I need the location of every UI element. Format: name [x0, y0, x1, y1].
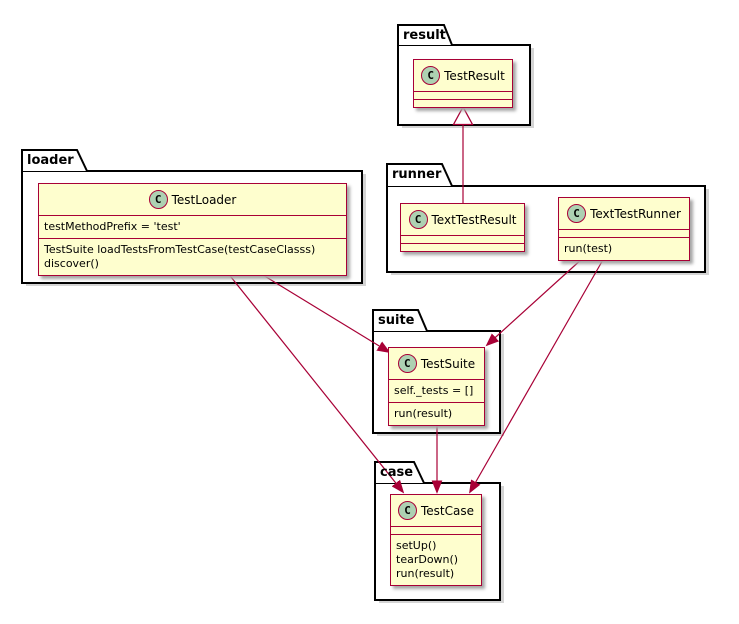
attributes-section — [414, 91, 512, 99]
package-loader-tab — [21, 149, 88, 172]
class-testloader: C TestLoader testMethodPrefix = 'test' T… — [38, 183, 347, 276]
attributes-section — [401, 235, 524, 243]
class-stereotype-icon: C — [398, 501, 417, 520]
method: run(test) — [564, 242, 613, 255]
method: TestSuite loadTestsFromTestCase(testCase… — [44, 243, 316, 256]
class-name: TextTestResult — [431, 212, 517, 227]
package-case-tab — [374, 461, 425, 484]
package-result-tab — [397, 24, 453, 46]
attributes-section — [391, 526, 481, 534]
methods-section: TestSuite loadTestsFromTestCase(testCase… — [39, 238, 346, 275]
class-texttestresult: C TextTestResult — [400, 203, 525, 252]
class-name: TestResult — [444, 68, 505, 83]
package-shadows — [26, 48, 709, 603]
package-label-case: case — [380, 465, 414, 480]
methods-section — [401, 243, 524, 251]
class-header: C TestCase — [391, 495, 481, 526]
class-testcase: C TestCase setUp() tearDown() run(result… — [390, 494, 482, 586]
class-stereotype-icon: C — [148, 190, 168, 209]
edge-testloader-testcase — [226, 271, 403, 492]
class-name: TestSuite — [420, 356, 476, 371]
method: run(result) — [396, 567, 455, 580]
class-testsuite: C TestSuite self._tests = [] run(result) — [388, 347, 485, 426]
class-stereotype-icon: C — [421, 66, 441, 85]
package-label-loader: loader — [27, 153, 74, 168]
package-suite-tab — [372, 309, 428, 332]
method: run(result) — [394, 407, 453, 420]
class-name: TestLoader — [171, 192, 237, 207]
package-label-result: result — [403, 28, 446, 43]
attribute: testMethodPrefix = 'test' — [44, 220, 181, 233]
methods-section: run(result) — [389, 402, 484, 425]
methods-section — [414, 99, 512, 107]
method: setUp() — [396, 539, 437, 552]
methods-section: run(test) — [559, 237, 689, 260]
class-header: C TestLoader — [39, 184, 346, 215]
package-label-runner: runner — [392, 167, 442, 182]
class-header: C TestResult — [414, 60, 512, 91]
attributes-section — [559, 229, 689, 237]
class-name: TextTestRunner — [590, 206, 681, 221]
edge-texttestrunner-testcase — [470, 257, 605, 492]
method: tearDown() — [396, 553, 459, 566]
methods-section: setUp() tearDown() run(result) — [391, 534, 481, 585]
attributes-section: testMethodPrefix = 'test' — [39, 215, 346, 238]
edge-testloader-testsuite — [257, 271, 389, 352]
class-stereotype-icon: C — [408, 210, 428, 229]
class-stereotype-icon: C — [567, 204, 587, 223]
inheritance-triangle-icon — [452, 105, 474, 126]
edge-texttestrunner-testsuite — [487, 257, 584, 345]
attribute: self._tests = [] — [394, 384, 474, 397]
class-testresult: C TestResult — [413, 59, 513, 108]
class-texttestrunner: C TextTestRunner run(test) — [558, 197, 690, 261]
method: discover() — [44, 257, 99, 270]
package-label-suite: suite — [378, 313, 415, 328]
package-runner-tab — [386, 163, 453, 187]
class-stereotype-icon: C — [397, 354, 417, 373]
class-header: C TextTestRunner — [559, 198, 689, 229]
class-header: C TextTestResult — [401, 204, 524, 235]
class-header: C TestSuite — [389, 348, 484, 379]
class-name: TestCase — [421, 503, 474, 518]
attributes-section: self._tests = [] — [389, 379, 484, 402]
